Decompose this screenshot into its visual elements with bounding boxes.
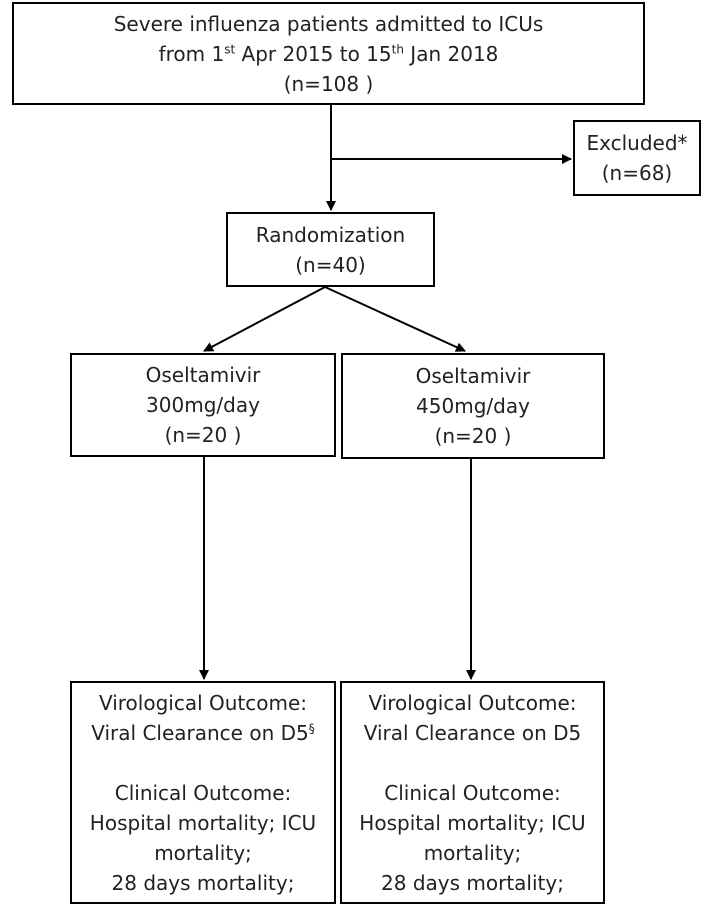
arrow-randomization-to-arm-450 xyxy=(324,286,466,352)
arm-count: (n=20 ) xyxy=(434,424,512,448)
virological-heading: Virological Outcome: xyxy=(98,690,308,715)
clinical-line: 28 days mortality; xyxy=(111,870,295,895)
arm-drug: Oseltamivir xyxy=(145,363,261,387)
enrolled-period: from 1st Apr 2015 to 15th Jan 2018 xyxy=(158,41,499,66)
arm-drug: Oseltamivir xyxy=(415,364,531,388)
arm-dose: 450mg/day xyxy=(416,394,530,418)
clinical-line: 28 days mortality; xyxy=(381,870,564,895)
clinical-heading: Clinical Outcome: xyxy=(114,780,292,805)
excluded-label: Excluded* xyxy=(586,131,688,155)
outcome-300mg-box: Virological Outcome: Viral Clearance on … xyxy=(70,681,336,904)
excluded-count: (n=68) xyxy=(601,161,673,185)
enrolled-count: (n=108 ) xyxy=(283,71,374,96)
arm-count: (n=20 ) xyxy=(164,423,242,447)
enrolled-title: Severe influenza patients admitted to IC… xyxy=(113,11,544,36)
clinical-line: mortality; xyxy=(154,840,252,865)
clinical-line: Hospital mortality; ICU xyxy=(359,810,586,835)
clinical-line: mortality; xyxy=(423,840,522,865)
virological-measure: Viral Clearance on D5§ xyxy=(91,720,315,745)
arm-300mg-box: Oseltamivir 300mg/day (n=20 ) xyxy=(70,353,336,457)
arm-450mg-box: Oseltamivir 450mg/day (n=20 ) xyxy=(341,353,605,459)
virological-heading: Virological Outcome: xyxy=(368,690,577,715)
virological-measure: Viral Clearance on D5 xyxy=(363,720,582,745)
enrolled-patients-box: Severe influenza patients admitted to IC… xyxy=(12,2,645,105)
randomization-label: Randomization xyxy=(255,222,406,247)
arrow-randomization-to-arm-300 xyxy=(203,286,326,352)
randomization-count: (n=40) xyxy=(295,252,366,277)
randomization-box: Randomization (n=40) xyxy=(226,212,435,287)
excluded-box: Excluded* (n=68) xyxy=(573,120,701,196)
footnote-mark: § xyxy=(308,720,315,735)
outcome-450mg-box: Virological Outcome: Viral Clearance on … xyxy=(340,681,605,904)
clinical-line: Hospital mortality; ICU xyxy=(89,810,317,835)
clinical-heading: Clinical Outcome: xyxy=(384,780,561,805)
arm-dose: 300mg/day xyxy=(146,393,260,417)
